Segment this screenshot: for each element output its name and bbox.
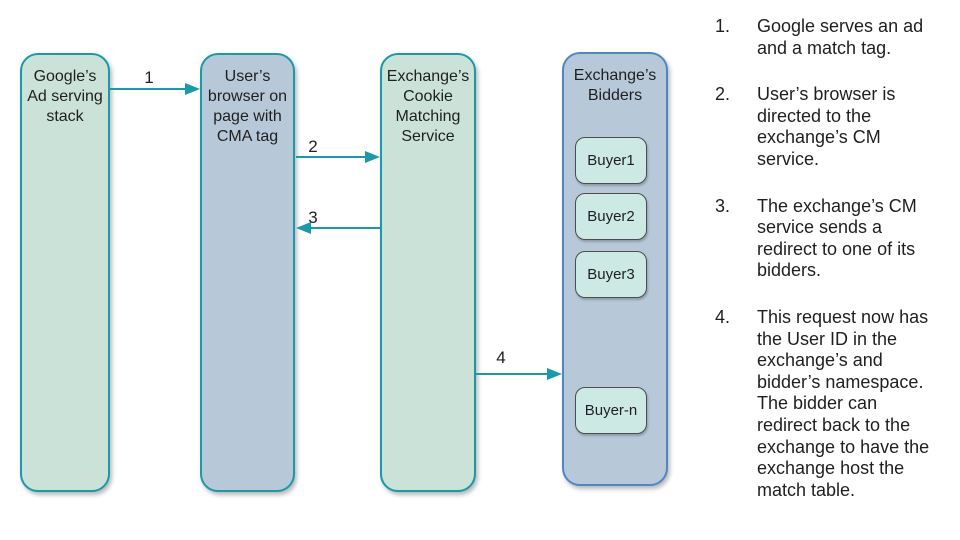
buyer-1-box: Buyer1 — [575, 137, 647, 184]
step-4-text: This request now has the User ID in the … — [757, 306, 930, 500]
step-3-text: The exchange’s CM service sends a redire… — [757, 195, 917, 281]
step-list: 1. Google serves an ad and a match tag. … — [715, 16, 957, 526]
arrow-step-3 — [296, 222, 380, 234]
buyer-n-label: Buyer-n — [584, 402, 638, 419]
step-1-number: 1. — [715, 16, 731, 36]
step-item-4: 4. This request now has the User ID in t… — [715, 307, 957, 501]
buyer-2-box: Buyer2 — [575, 193, 647, 240]
node-cookie-matching-service: Exchange’s Cookie Matching Service — [380, 53, 476, 492]
node-cookie-matching-service-label: Exchange’s Cookie Matching Service — [386, 68, 470, 145]
arrow-step-4-shaft — [476, 372, 549, 376]
step-4-number: 4. — [715, 306, 731, 327]
buyer-3-label: Buyer3 — [587, 266, 635, 283]
node-user-browser-label: User’s browser on page with CMA tag — [207, 68, 288, 145]
arrow-4-number: 4 — [496, 348, 506, 367]
arrow-3-number: 3 — [308, 208, 318, 227]
step-item-2: 2. User’s browser is directed to the exc… — [715, 84, 957, 170]
arrow-step-1-shaft — [110, 87, 187, 91]
step-2-number: 2. — [715, 84, 731, 105]
arrow-step-3-shaft — [309, 226, 380, 230]
step-3-number: 3. — [715, 195, 731, 216]
buyer-n-box: Buyer-n — [575, 387, 647, 434]
node-google-ad-stack-label: Google’s Ad serving stack — [27, 68, 103, 125]
buyer-1-label: Buyer1 — [587, 152, 635, 169]
arrow-step-1 — [110, 83, 200, 95]
step-2-text: User’s browser is directed to the exchan… — [757, 84, 896, 169]
arrow-step-1-head-icon — [185, 83, 200, 95]
arrow-step-4 — [476, 368, 562, 380]
arrow-step-4-head-icon — [547, 368, 562, 380]
step-item-1: 1. Google serves an ad and a match tag. — [715, 16, 957, 59]
node-exchange-bidders: Exchange’s Bidders Buyer1 Buyer2 Buyer3 … — [562, 52, 668, 486]
buyer-3-box: Buyer3 — [575, 251, 647, 298]
step-item-3: 3. The exchange’s CM service sends a red… — [715, 196, 957, 282]
arrow-step-2-shaft — [296, 155, 367, 159]
arrow-1-number: 1 — [144, 68, 154, 87]
arrow-step-2-head-icon — [365, 151, 380, 163]
node-google-ad-stack: Google’s Ad serving stack — [20, 53, 110, 492]
step-1-text: Google serves an ad and a match tag. — [757, 16, 924, 58]
arrow-2-number: 2 — [308, 137, 318, 156]
node-exchange-bidders-label: Exchange’s Bidders — [573, 67, 657, 104]
arrow-step-2 — [296, 151, 380, 163]
arrow-step-3-head-icon — [296, 222, 311, 234]
buyer-2-label: Buyer2 — [587, 208, 635, 225]
node-user-browser: User’s browser on page with CMA tag — [200, 53, 295, 492]
